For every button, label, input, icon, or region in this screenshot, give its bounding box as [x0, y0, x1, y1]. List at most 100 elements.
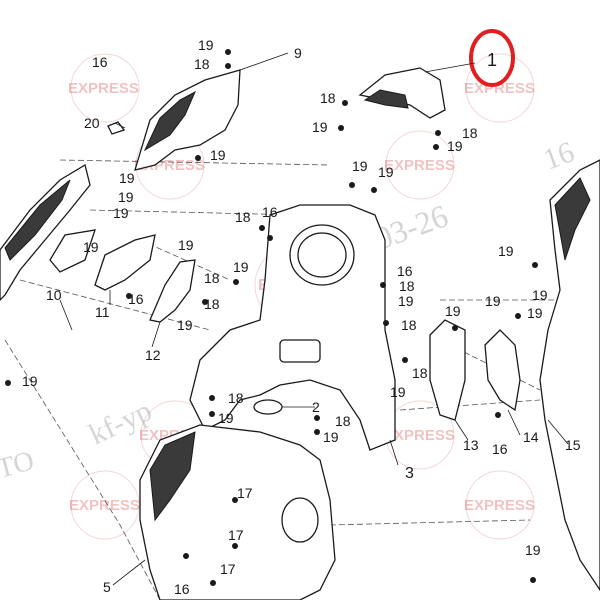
- callout-18: 18: [194, 56, 210, 72]
- part-14-side-trim: [484, 329, 521, 412]
- part-11-bracket: [94, 234, 156, 291]
- clip-icon: [435, 130, 441, 136]
- part-rear-upper-cover: [134, 69, 241, 171]
- callout-18: 18: [204, 270, 220, 286]
- part-rear-upper-cover-shadow: [143, 90, 197, 152]
- clip-icon: [233, 279, 239, 285]
- assembly-line: [399, 399, 541, 411]
- callout-16: 16: [92, 54, 108, 70]
- watermark-brand: EXPRESS: [384, 157, 455, 174]
- callout-18: 18: [235, 209, 251, 225]
- callout-19: 19: [312, 119, 328, 135]
- callout-19: 19: [525, 542, 541, 558]
- bolt-icon: [210, 580, 216, 586]
- bolt-icon: [338, 125, 344, 131]
- parts-layer: [0, 67, 600, 600]
- callout-18: 18: [228, 390, 244, 406]
- callout-19: 19: [527, 305, 543, 321]
- part-fuel-cap-inner: [297, 232, 347, 278]
- callout-19: 19: [210, 147, 226, 163]
- leader-line: [547, 419, 569, 445]
- leader-line: [239, 52, 289, 71]
- bolt-icon: [209, 411, 215, 417]
- leader-line: [424, 62, 476, 73]
- part-center-opening: [279, 339, 321, 363]
- watermark-logo-ring: [465, 53, 535, 123]
- clip-icon: [225, 63, 231, 69]
- watermark-brand: EXPRESS: [384, 427, 455, 444]
- bolt-icon: [515, 313, 521, 319]
- callout-19: 19: [445, 303, 461, 319]
- watermark-logo-ring: [465, 470, 535, 540]
- callout-18: 18: [204, 296, 220, 312]
- callout-19: 19: [447, 138, 463, 154]
- part-12-bracket: [149, 259, 196, 323]
- bolt-icon: [349, 182, 355, 188]
- bolt-icon: [433, 144, 439, 150]
- leader-lines: [59, 52, 569, 586]
- callout-11: 11: [95, 304, 110, 320]
- callout-14: 14: [523, 429, 539, 445]
- part-13-side-trim: [429, 319, 466, 421]
- part-lower-front-cover-shadow: [149, 431, 196, 522]
- callout-9: 9: [294, 45, 302, 61]
- callout-19: 19: [390, 384, 406, 400]
- callout-18: 18: [462, 125, 478, 141]
- callout-13: 13: [463, 437, 479, 453]
- assembly-line: [59, 159, 331, 166]
- callout-19: 19: [198, 37, 214, 53]
- callout-19: 19: [118, 189, 134, 205]
- bolt-icon: [126, 293, 132, 299]
- callout-19: 19: [233, 259, 249, 275]
- bolt-icon: [530, 577, 536, 583]
- bolt-icon: [495, 412, 501, 418]
- callout-20: 20: [84, 115, 100, 131]
- bolt-icon: [232, 543, 238, 549]
- leader-line: [151, 321, 161, 348]
- callout-19: 19: [485, 293, 501, 309]
- bolt-icon: [371, 187, 377, 193]
- callout-18: 18: [399, 278, 415, 294]
- callout-labels: 9 16 19 18 20 19 19 19 19 18 19 18 19 19…: [22, 37, 581, 597]
- watermark-brand: EXPRESS: [69, 497, 140, 514]
- part-2-ring: [253, 399, 283, 415]
- watermark-brand: EXPRESS: [68, 80, 139, 97]
- assembly-line: [139, 239, 231, 281]
- callout-18: 18: [320, 90, 336, 106]
- leader-line: [389, 439, 399, 466]
- watermark-logo-ring: [70, 470, 140, 540]
- callout-16: 16: [174, 581, 190, 597]
- callout-12: 12: [145, 347, 161, 363]
- watermark-corner-number: 16: [539, 135, 578, 176]
- clip-icon: [380, 282, 386, 288]
- highlight-circle: [469, 29, 515, 87]
- clip-icon: [314, 415, 320, 421]
- callout-19: 19: [498, 243, 514, 259]
- callout-19: 19: [218, 410, 234, 426]
- clip-icon: [267, 235, 273, 241]
- callout-10: 10: [46, 287, 62, 303]
- leader-line: [507, 409, 521, 436]
- assembly-line: [329, 519, 531, 526]
- bolt-icon: [532, 262, 538, 268]
- watermark-brand: EXPRESS: [464, 80, 535, 97]
- assembly-line: [4, 339, 161, 600]
- clip-icon: [342, 100, 348, 106]
- part-left-side-panel: [0, 163, 91, 301]
- assembly-line: [19, 279, 211, 331]
- assembly-lines: [4, 159, 560, 600]
- callout-16: 16: [492, 441, 508, 457]
- callout-18: 18: [412, 365, 428, 381]
- callout-19: 19: [177, 317, 193, 333]
- callout-19: 19: [113, 205, 129, 221]
- callout-19: 19: [352, 158, 368, 174]
- callout-3: 3: [405, 465, 414, 482]
- part-bracket-left: [49, 229, 96, 273]
- callout-2: 2: [312, 399, 320, 415]
- callout-17: 17: [228, 527, 244, 543]
- clip-icon: [383, 320, 389, 326]
- part-left-side-panel-shadow: [4, 179, 71, 261]
- watermark-logo-ring: [70, 53, 140, 123]
- callout-19: 19: [323, 429, 339, 445]
- part-right-side-panel-shadow: [554, 177, 591, 261]
